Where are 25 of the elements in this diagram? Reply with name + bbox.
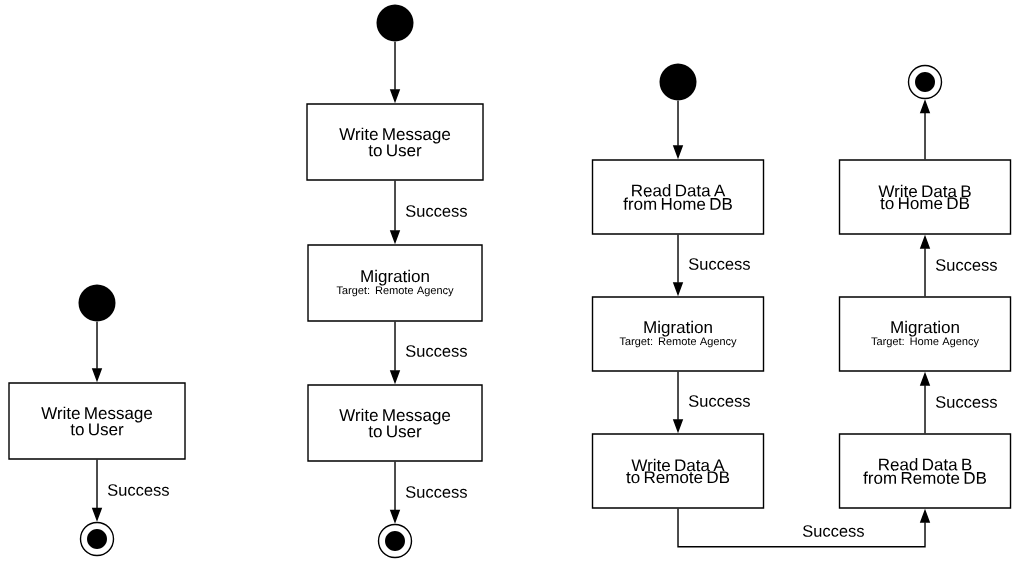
process-box: Read Data B from Remote DB — [838, 433, 1012, 509]
process-box: Write Message to User — [8, 382, 186, 460]
process-box: Write Message to User — [307, 384, 483, 462]
start-dot — [78, 284, 116, 322]
edge-label: Success — [404, 485, 469, 499]
process-box: Write Message to User — [306, 103, 484, 181]
start-dot — [376, 4, 414, 42]
process-box: Write Data B to Home DB — [838, 159, 1012, 235]
final-state-symbol — [377, 523, 413, 559]
edge-label: Success — [106, 483, 171, 497]
process-box: Migration Target: Home Agency — [838, 296, 1012, 372]
edge-label: Success — [934, 258, 999, 272]
final-state-symbol — [907, 64, 943, 100]
process-box: Migration Target: Remote Agency — [591, 296, 765, 372]
edge-label: Success — [404, 344, 469, 358]
start-dot — [659, 63, 697, 101]
edge-label: Success — [687, 394, 752, 408]
process-box: Read Data A from Home DB — [591, 159, 765, 235]
final-state-symbol — [79, 521, 115, 557]
edge-label: Success — [687, 257, 752, 271]
process-box: Migration Target: Remote Agency — [307, 244, 483, 322]
edge-label: Success — [404, 204, 469, 218]
process-box: Write Data A to Remote DB — [591, 433, 765, 509]
edge-label: Success — [801, 524, 866, 538]
edge-label: Success — [934, 395, 999, 409]
